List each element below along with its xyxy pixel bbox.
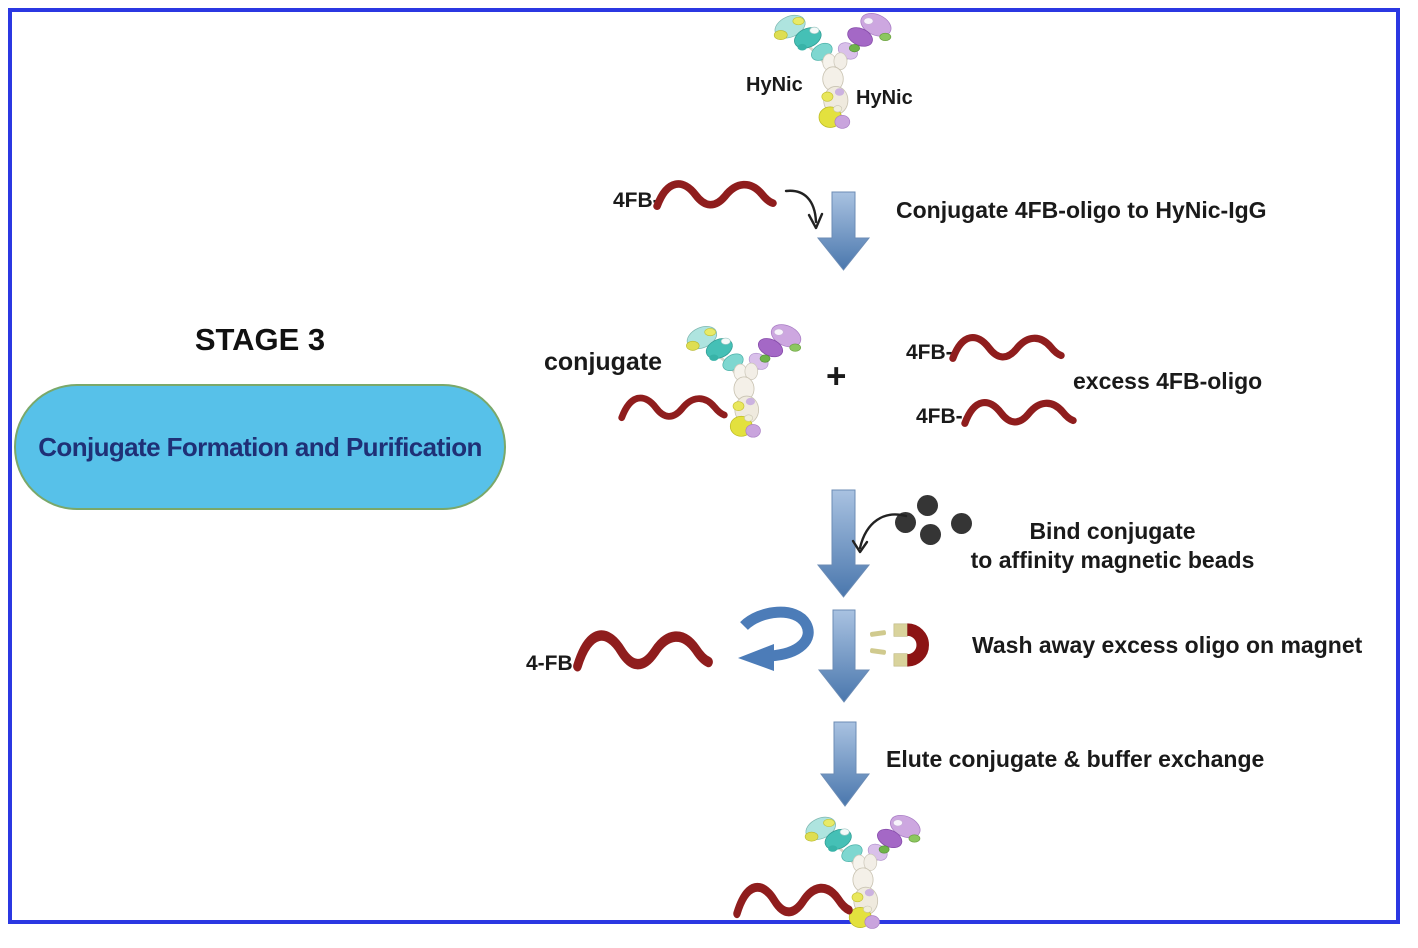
oligo-wave-icon: [734, 874, 852, 922]
bind-caption-line2: to affinity magnetic beads: [970, 547, 1255, 573]
step-caption-elute: Elute conjugate & buffer exchange: [886, 746, 1265, 772]
oligo-4fb-label: 4FB-: [916, 405, 963, 428]
down-arrow-icon: [817, 609, 871, 703]
oligo-4fb-label: 4FB-: [906, 341, 953, 364]
igg-antibody-icon: [769, 7, 897, 130]
plus-sign: +: [826, 357, 847, 396]
oligo-wave-icon: [654, 172, 776, 214]
bead: [895, 512, 916, 533]
oligo-wave-icon: [616, 388, 730, 424]
oligo-wave-icon: [574, 620, 712, 676]
down-arrow-icon: [816, 191, 871, 271]
excess-oligo-caption: excess 4FB-oligo: [1073, 368, 1263, 394]
curved-arrow-icon: [851, 513, 908, 554]
stage-ellipse: Conjugate Formation and Purification: [14, 384, 506, 510]
diagram-border-frame: [8, 8, 1400, 924]
oligo-4fb-label: 4-FB: [526, 652, 573, 675]
bead: [920, 524, 941, 545]
curved-arrow-icon: [784, 189, 824, 230]
bead: [917, 495, 938, 516]
oligo-4fb-label: 4FB-: [613, 189, 660, 212]
igg-antibody-icon: [682, 318, 806, 439]
down-arrow-icon: [820, 721, 870, 807]
step-caption-bind: Bind conjugate to affinity magnetic bead…: [940, 517, 1285, 575]
bind-caption-line1: Bind conjugate: [1029, 518, 1196, 544]
hynic-label-right: HyNic: [856, 87, 913, 109]
down-arrow-icon: [816, 489, 871, 598]
oligo-wave-icon: [962, 390, 1076, 432]
oligo-wave-icon: [950, 325, 1064, 367]
magnet-icon: [893, 623, 929, 667]
stage-title: STAGE 3: [194, 322, 326, 357]
step-caption-conjugation: Conjugate 4FB-oligo to HyNic-IgG: [896, 197, 1267, 223]
hynic-label-left: HyNic: [746, 74, 803, 96]
conjugate-label: conjugate: [544, 348, 663, 376]
stage-ellipse-label: Conjugate Formation and Purification: [38, 431, 482, 462]
return-arrow-icon: [738, 606, 814, 671]
step-caption-wash: Wash away excess oligo on magnet: [972, 632, 1363, 658]
bead: [951, 513, 972, 534]
